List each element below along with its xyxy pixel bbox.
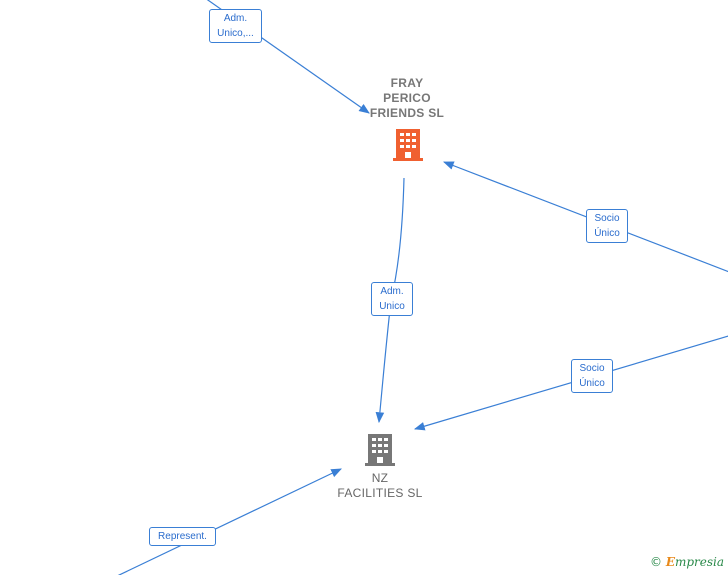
edge-label-line: Represent.: [158, 531, 207, 542]
edge-label-represent[interactable]: Represent.: [149, 527, 216, 546]
copyright-symbol: ©: [650, 555, 662, 569]
edge-label-adm-unico-top[interactable]: Adm. Unico,...: [209, 9, 262, 43]
edge-label-adm-unico-middle[interactable]: Adm. Unico: [371, 282, 413, 316]
edge-label-socio-unico-nz[interactable]: Socio Único: [571, 359, 613, 393]
edge-label-line: Unico,...: [217, 28, 254, 39]
edge-label-line: Unico: [379, 301, 405, 312]
node-label-line: FRIENDS SL: [369, 106, 445, 120]
node-label-fray-perico-friends[interactable]: FRAY PERICO FRIENDS SL: [352, 76, 462, 121]
edge-represent-to-nz[interactable]: [115, 468, 342, 575]
edge-label-line: Adm.: [380, 286, 404, 297]
brand-initial: E: [665, 555, 675, 569]
node-label-line: NZ: [371, 471, 389, 485]
edge-label-line: Socio: [594, 213, 620, 224]
edge-label-socio-unico-fray[interactable]: Socio Único: [586, 209, 628, 243]
brand-name: mpresia: [674, 555, 725, 569]
empresia-watermark: © Empresia: [650, 555, 724, 569]
node-label-line: PERICO: [383, 91, 431, 105]
building-icon[interactable]: [392, 127, 424, 162]
edge-label-line: Adm.: [223, 13, 248, 24]
node-label-nz-facilities[interactable]: NZ FACILITIES SL: [325, 471, 435, 501]
edge-label-line: Socio: [579, 363, 605, 374]
building-icon[interactable]: [364, 432, 396, 467]
node-label-line: FRAY: [390, 76, 424, 90]
edge-label-line: Único: [579, 378, 605, 389]
edge-label-line: Único: [594, 228, 620, 239]
node-label-line: FACILITIES SL: [337, 486, 423, 500]
